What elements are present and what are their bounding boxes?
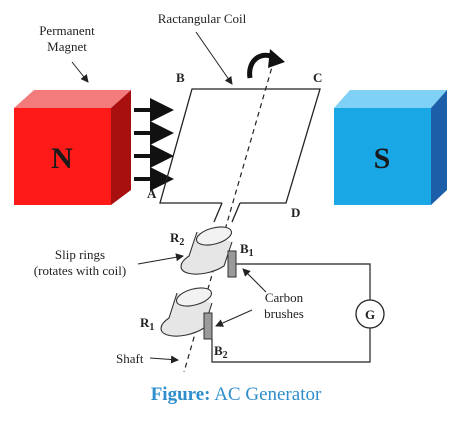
corner-b-label: B (176, 70, 185, 85)
ring-r2-label: R2 (170, 230, 184, 248)
coil-label: Ractangular Coil (158, 11, 247, 26)
slip-ring-r1 (160, 287, 213, 337)
field-arrows (134, 98, 174, 191)
south-pole-label: S (374, 142, 391, 175)
brush-b1 (227, 250, 237, 278)
slip-ring-r2 (180, 226, 233, 275)
corner-a-label: A (147, 186, 157, 201)
carbon-brushes-label-line1: Carbon (265, 290, 304, 305)
ring-r1-label: R1 (140, 315, 154, 333)
external-circuit (211, 263, 371, 363)
pointers (71, 31, 267, 364)
rectangular-coil (159, 88, 321, 223)
slip-rings-label-line2: (rotates with coil) (34, 263, 126, 278)
brush-b1-label: B1 (240, 241, 254, 259)
brush-b2 (203, 312, 213, 340)
south-magnet: S (334, 90, 447, 205)
permanent-magnet-label-line2: Magnet (47, 39, 87, 54)
rotation-arrow-icon (247, 49, 285, 79)
figure-caption: Figure: AC Generator (151, 384, 322, 405)
corner-d-label: D (291, 205, 300, 220)
north-pole-label: N (51, 142, 73, 175)
corner-c-label: C (313, 70, 322, 85)
caption-text: AC Generator (211, 384, 322, 405)
north-magnet: N (14, 90, 131, 205)
caption-prefix: Figure: (151, 384, 211, 405)
permanent-magnet-label-line1: Permanent (39, 23, 95, 38)
carbon-brushes-label-line2: brushes (264, 306, 304, 321)
galvanometer-label: G (365, 307, 375, 322)
galvanometer: G (355, 299, 385, 329)
shaft-label: Shaft (116, 351, 144, 366)
slip-rings-label-line1: Slip rings (55, 247, 105, 262)
brush-b2-label: B2 (214, 343, 228, 361)
